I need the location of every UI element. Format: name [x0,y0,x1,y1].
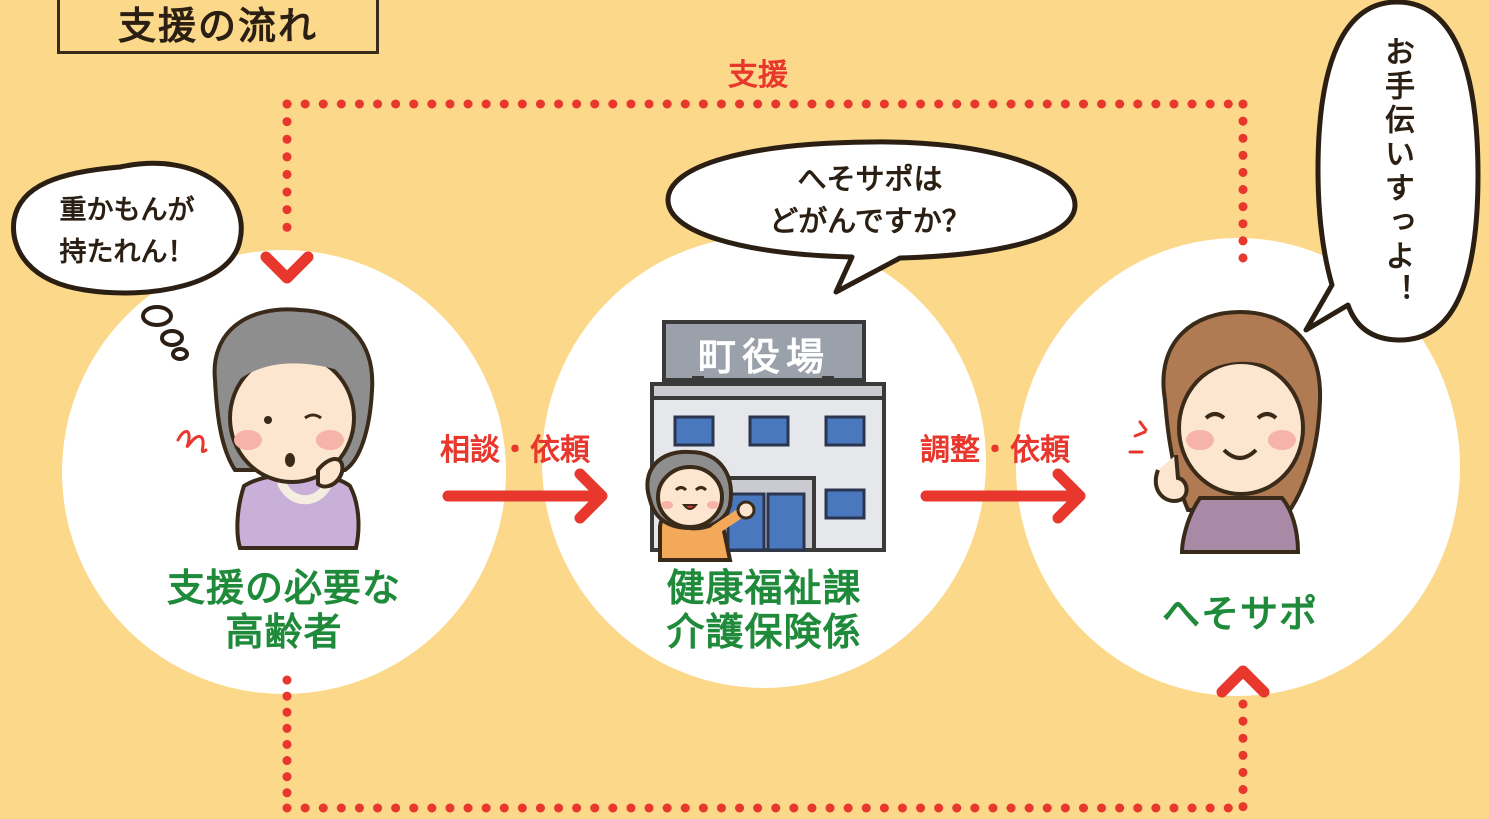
page-title: 支援の流れ [57,0,379,54]
elder-woman-illustration [176,307,375,550]
staff-woman-illustration [645,449,756,562]
helper-label: へそサポ [1161,592,1318,636]
elder-label-line1: 支援の必要な [166,566,401,610]
elder-bubble-line1: 重かもんが [59,195,195,226]
arrow-right-icon [920,468,1086,524]
page-title-text: 支援の流れ [117,3,318,48]
helper-bubble-text: お手伝いすっよ！ [1379,36,1414,308]
office-bubble-line2: どがんですか？ [769,204,971,238]
helper-speech-bubble [1303,0,1481,343]
town-hall-sign: 町役場 [697,335,830,379]
support-dotted-loop-bottom [282,675,1248,813]
elder-thought-bubble [11,160,244,361]
helper-woman-illustration [1128,309,1323,554]
office-speech-bubble [665,139,1078,295]
support-dotted-loop-top [282,99,1248,279]
office-bubble-text: へそサポは どがんですか？ [700,158,1040,242]
chevron-up-icon [1216,665,1270,698]
office-bubble-line1: へそサポは [797,162,943,196]
elder-label: 支援の必要な 高齢者 [132,566,436,654]
coordinate-request-label: 調整・依頼 [920,433,1070,468]
office-label-line1: 健康福祉課 [666,566,862,610]
elder-label-line2: 高齢者 [225,610,343,654]
elder-bubble-line2: 持たれん！ [59,237,195,268]
consult-request-label: 相談・依頼 [440,433,590,468]
elder-bubble-text: 重かもんが 持たれん！ [22,190,232,274]
office-label: 健康福祉課 介護保険係 [610,566,918,654]
arrow-right-icon [442,468,608,524]
chevron-down-icon [260,251,314,284]
support-label: 支援 [728,58,788,93]
office-label-line2: 介護保険係 [666,610,862,654]
